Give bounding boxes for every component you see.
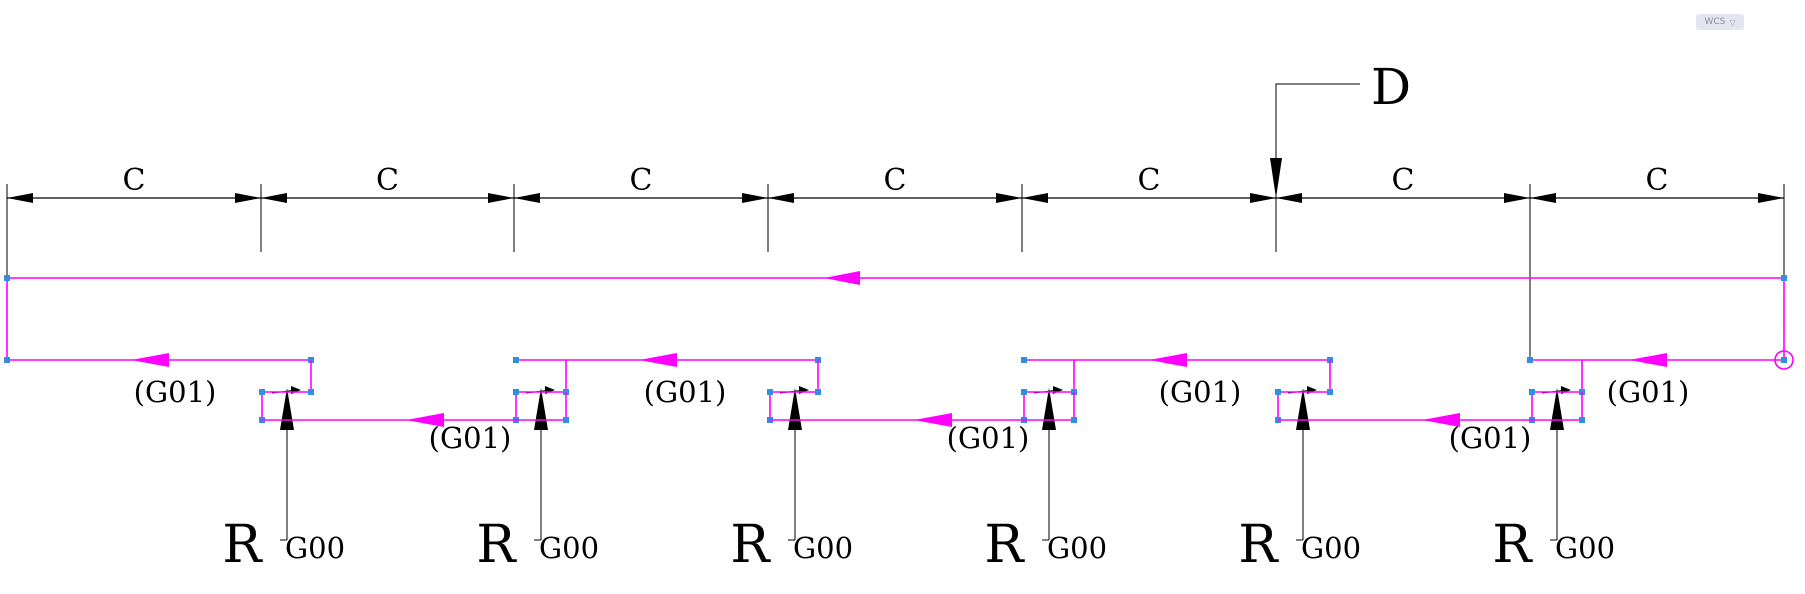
rapid-label-r: R bbox=[1492, 515, 1533, 575]
dimension-arrowhead bbox=[7, 193, 33, 203]
grip-point bbox=[1781, 275, 1787, 281]
dimension-arrowhead bbox=[1530, 193, 1556, 203]
dimension-label-c: C bbox=[884, 163, 907, 198]
plunge-arrowhead bbox=[1550, 388, 1564, 430]
g01-path-arrowhead bbox=[406, 413, 444, 427]
grip-point bbox=[1527, 357, 1533, 363]
g00-label: G00 bbox=[1047, 531, 1107, 565]
grip-point bbox=[4, 275, 10, 281]
grip-point bbox=[1021, 389, 1027, 395]
dimension-label-c: C bbox=[123, 163, 146, 198]
g01-label: (G01) bbox=[1159, 375, 1242, 409]
g00-label: G00 bbox=[285, 531, 345, 565]
rapid-label-r: R bbox=[476, 515, 517, 575]
dimension-arrowhead bbox=[514, 193, 540, 203]
grip-point bbox=[308, 389, 314, 395]
g01-path-arrowhead bbox=[914, 413, 952, 427]
dimension-arrowhead bbox=[1276, 193, 1302, 203]
plunge-arrowhead bbox=[1296, 388, 1310, 430]
g01-path-arrowhead bbox=[639, 353, 677, 367]
return-path-arrowhead bbox=[824, 271, 860, 285]
plunge-arrowhead bbox=[280, 388, 294, 430]
label-group: C C C C C C C D R G00 R G00 R G00 R G00 R G00 R G00 (G01) (G0… bbox=[123, 58, 1690, 575]
plunge-arrowhead bbox=[534, 388, 548, 430]
plunge-arrowhead bbox=[788, 388, 802, 430]
dimension-arrowhead bbox=[1250, 193, 1276, 203]
g01-label: (G01) bbox=[1449, 421, 1532, 455]
dimension-arrowhead bbox=[742, 193, 768, 203]
d-leader-line bbox=[1275, 83, 1360, 196]
dimension-arrowhead bbox=[261, 193, 287, 203]
g01-label: (G01) bbox=[947, 421, 1030, 455]
dimension-group bbox=[6, 83, 1785, 541]
marker-label-d: D bbox=[1371, 58, 1411, 116]
dimension-label-c: C bbox=[1646, 163, 1669, 198]
dimension-arrowhead bbox=[768, 193, 794, 203]
grip-point bbox=[1327, 389, 1333, 395]
g01-path-arrowhead bbox=[1422, 413, 1460, 427]
grip-point bbox=[1275, 389, 1281, 395]
g00-label: G00 bbox=[539, 531, 599, 565]
dimension-arrowhead bbox=[996, 193, 1022, 203]
rapid-label-r: R bbox=[984, 515, 1025, 575]
grip-point bbox=[815, 389, 821, 395]
g00-label: G00 bbox=[1555, 531, 1615, 565]
g01-label: (G01) bbox=[134, 375, 217, 409]
dimension-label-c: C bbox=[376, 163, 399, 198]
g00-label: G00 bbox=[793, 531, 853, 565]
grip-point bbox=[513, 357, 519, 363]
g01-label: (G01) bbox=[1607, 375, 1690, 409]
g01-path-arrowhead bbox=[1629, 353, 1667, 367]
dimension-arrowhead bbox=[1504, 193, 1530, 203]
grip-point bbox=[767, 389, 773, 395]
grip-point bbox=[1579, 417, 1585, 423]
dimension-arrowhead bbox=[235, 193, 261, 203]
grip-point bbox=[1781, 357, 1787, 363]
dimension-arrowhead bbox=[488, 193, 514, 203]
g00-label: G00 bbox=[1301, 531, 1361, 565]
wcs-label: WCS bbox=[1704, 17, 1726, 27]
rapid-label-r: R bbox=[222, 515, 263, 575]
rapid-label-r: R bbox=[1238, 515, 1279, 575]
dimension-label-c: C bbox=[630, 163, 653, 198]
dimension-arrowhead bbox=[1758, 193, 1784, 203]
chevron-down-icon: ▽ bbox=[1729, 17, 1736, 27]
toolpath-group bbox=[4, 271, 1794, 427]
g01-path-arrowhead bbox=[1149, 353, 1187, 367]
wcs-dropdown[interactable]: WCS ▽ bbox=[1696, 14, 1744, 30]
grip-point bbox=[1071, 417, 1077, 423]
grip-point bbox=[1529, 389, 1535, 395]
dimension-label-c: C bbox=[1138, 163, 1161, 198]
g01-path-arrowhead bbox=[131, 353, 169, 367]
grip-point bbox=[563, 417, 569, 423]
grip-point bbox=[1021, 357, 1027, 363]
rapid-label-r: R bbox=[730, 515, 771, 575]
g01-label: (G01) bbox=[429, 421, 512, 455]
dimension-label-c: C bbox=[1392, 163, 1415, 198]
plunge-arrowhead bbox=[1042, 388, 1056, 430]
grip-point bbox=[513, 389, 519, 395]
g01-label: (G01) bbox=[644, 375, 727, 409]
grip-point bbox=[259, 389, 265, 395]
dimension-arrowhead bbox=[1022, 193, 1048, 203]
d-leader-arrowhead bbox=[1270, 158, 1282, 198]
grip-point bbox=[4, 357, 10, 363]
